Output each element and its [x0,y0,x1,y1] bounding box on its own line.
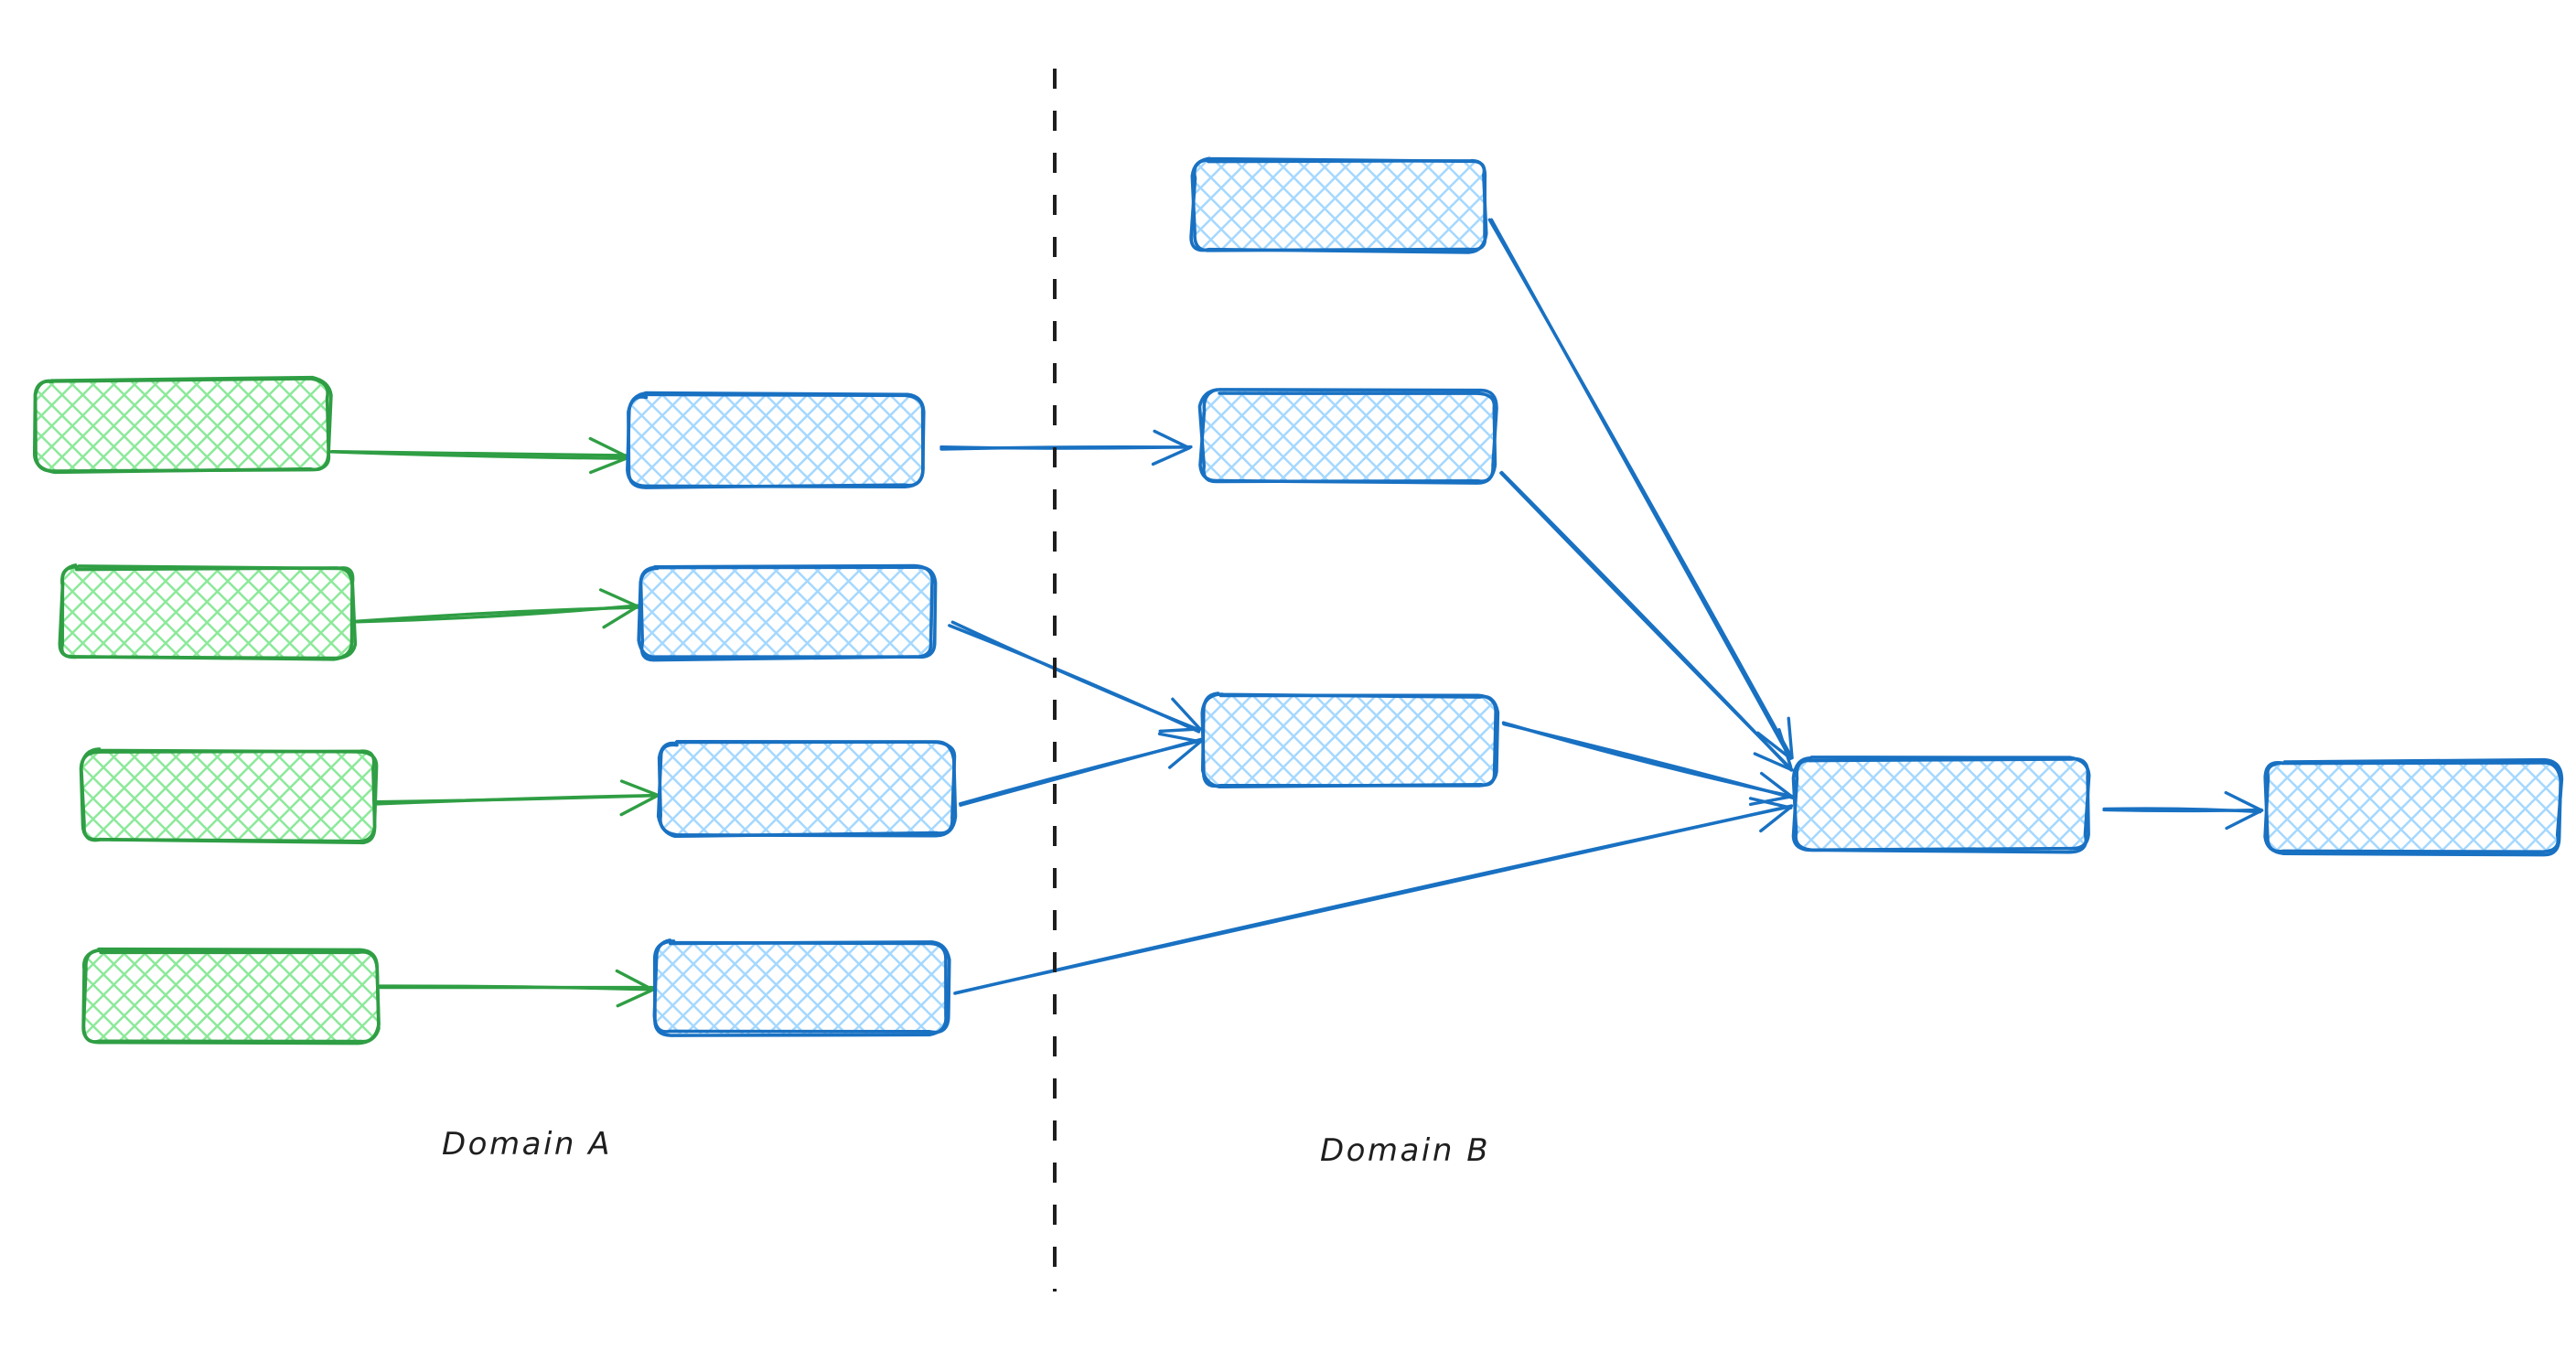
edge-r1-to-agg [1487,218,1794,760]
node-g3[interactable] [79,747,379,845]
node-g1[interactable] [32,375,333,475]
label-domain-b: Domain B [1320,1132,1490,1169]
labels-layer: Domain A Domain B [442,1126,1490,1169]
node-m4[interactable] [652,938,951,1037]
edge-g4-to-m4 [375,969,657,1008]
node-r3[interactable] [1200,691,1500,789]
node-agg[interactable] [1791,756,2091,854]
node-out[interactable] [2263,757,2564,857]
node-g4[interactable] [81,947,381,1045]
node-r2[interactable] [1197,388,1498,485]
label-domain-a: Domain A [442,1126,612,1163]
node-r1[interactable] [1189,156,1488,254]
edge-m3-to-r3 [959,732,1204,807]
edges-layer [327,218,2264,1008]
edge-g2-to-m2 [352,588,641,629]
nodes-layer [32,156,2564,1045]
edge-r3-to-agg [1501,721,1795,807]
node-m3[interactable] [656,739,958,839]
edge-agg-to-out [2102,790,2264,831]
node-g2[interactable] [58,563,358,661]
edge-m4-to-agg [953,797,1794,995]
edge-g1-to-m1 [327,436,631,475]
edge-m2-to-r3 [948,620,1203,734]
node-m1[interactable] [626,391,926,489]
edge-r2-to-agg [1499,470,1794,772]
edge-m1-to-r2 [939,429,1193,466]
edge-g3-to-m3 [374,779,661,817]
node-m2[interactable] [637,563,938,662]
